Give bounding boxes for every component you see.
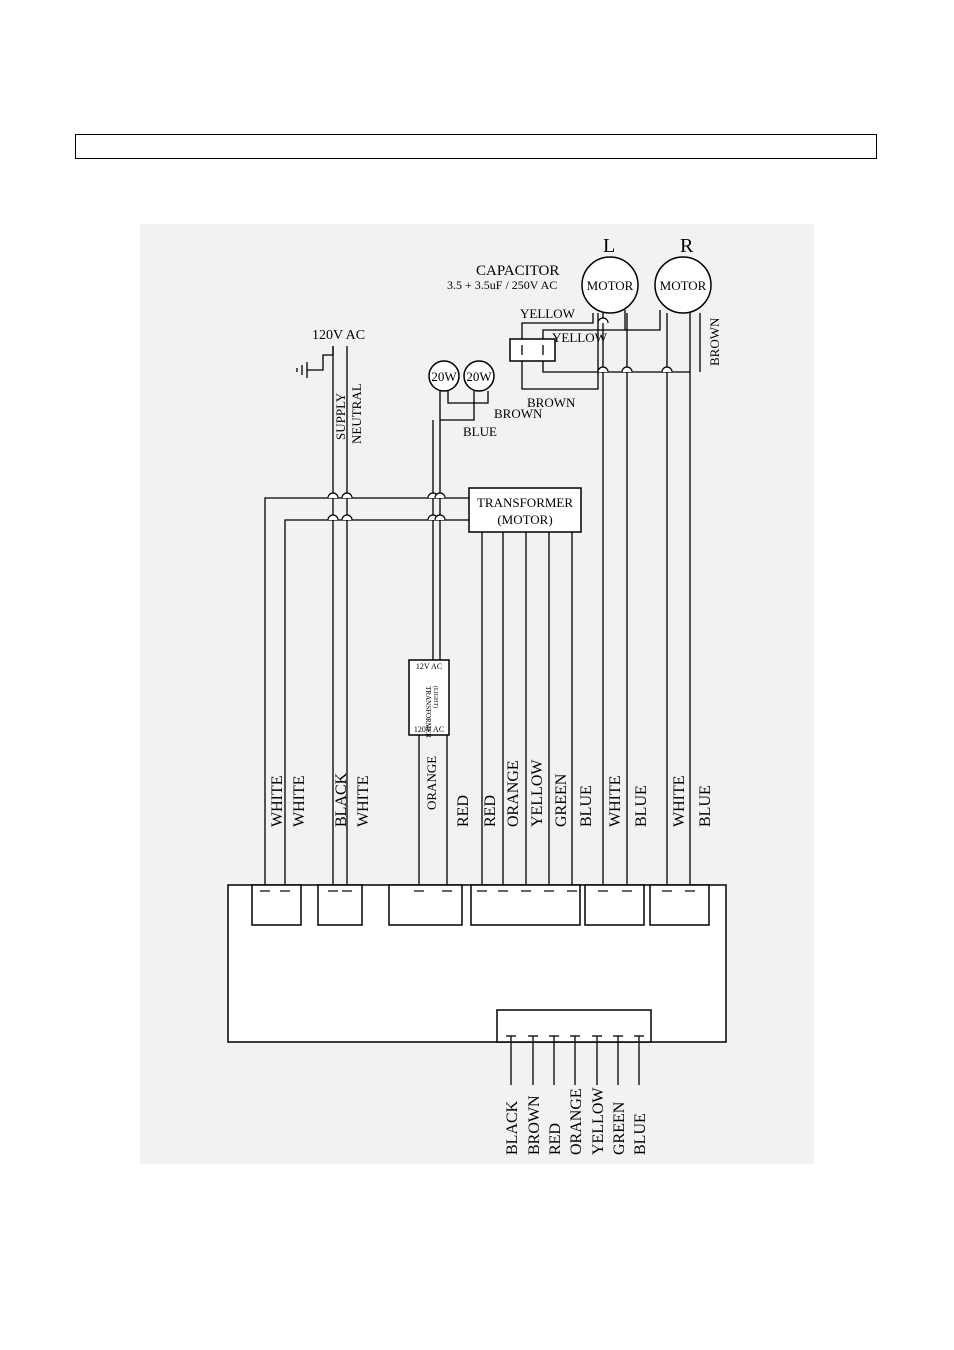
lamp-1-label: 20W [431, 369, 457, 384]
capacitor-rating: 3.5 + 3.5uF / 250V AC [447, 278, 557, 292]
ground-wire [307, 346, 333, 370]
terminal-block-2 [318, 885, 362, 925]
capacitor [510, 339, 555, 361]
capacitor-title: CAPACITOR [476, 263, 559, 279]
motor-left-side-label: L [603, 235, 615, 257]
lamp-2-label: 20W [466, 369, 492, 384]
terminal-wire-label-10: GREEN [553, 773, 570, 827]
terminal-block-1 [252, 885, 301, 925]
terminal-wire-label-9: YELLOW [529, 759, 546, 827]
capacitor-wire-yellow-1: YELLOW [520, 306, 576, 321]
switch-wire-label-7: BLUE [632, 1113, 649, 1155]
ground-icon [297, 362, 307, 378]
terminal-wire-label-15: BLUE [697, 785, 714, 827]
switch-connector [497, 1010, 651, 1042]
terminal-wire-label-2: WHITE [291, 775, 308, 827]
lamp-wire-blue: BLUE [463, 424, 497, 439]
switch-wire-label-1: BLACK [504, 1100, 521, 1155]
motor-transformer-line2: (MOTOR) [497, 512, 552, 527]
terminal-wire-label-4: WHITE [355, 775, 372, 827]
terminal-wire-label-6: RED [455, 795, 472, 827]
terminal-wire-label-5: ORANGE [424, 756, 439, 810]
terminal-wire-label-1: WHITE [269, 775, 286, 827]
switch-wire-label-5: YELLOW [590, 1087, 607, 1155]
terminal-wire-label-12: WHITE [607, 775, 624, 827]
terminal-wire-label-7: RED [482, 795, 499, 827]
switch-wire-label-3: RED [547, 1123, 564, 1155]
lamp-wire-brown: BROWN [494, 406, 543, 421]
motor-right-label: MOTOR [660, 278, 707, 293]
switch-wire-label-6: GREEN [611, 1101, 628, 1155]
terminal-wire-label-14: WHITE [671, 775, 688, 827]
capacitor-wire-yellow-2: YELLOW [552, 330, 608, 345]
switch-wire-label-4: ORANGE [568, 1088, 585, 1155]
motor-left-label: MOTOR [587, 278, 634, 293]
motor-right-wire-brown: BROWN [707, 317, 722, 366]
light-transformer-top: 12V AC [416, 662, 442, 671]
terminal-block-5 [585, 885, 644, 925]
light-transformer-bottom: 120V AC [414, 725, 444, 734]
terminal-wire-label-13: BLUE [633, 785, 650, 827]
supply-voltage-label: 120V AC [312, 328, 365, 343]
terminal-wire-label-11: BLUE [578, 785, 595, 827]
terminal-wire-label-3: BLACK [333, 772, 350, 827]
terminal-block-6 [650, 885, 709, 925]
neutral-label: NEUTRAL [349, 383, 364, 444]
switch-wire-label-2: BROWN [526, 1095, 543, 1155]
motor-transformer-line1: TRANSFORMER [477, 495, 573, 510]
supply-label: SUPPLY [333, 392, 348, 440]
terminal-wire-label-8: ORANGE [505, 760, 522, 827]
light-transformer-sub: (LIGHT) [432, 686, 439, 708]
motor-right-side-label: R [680, 235, 694, 257]
